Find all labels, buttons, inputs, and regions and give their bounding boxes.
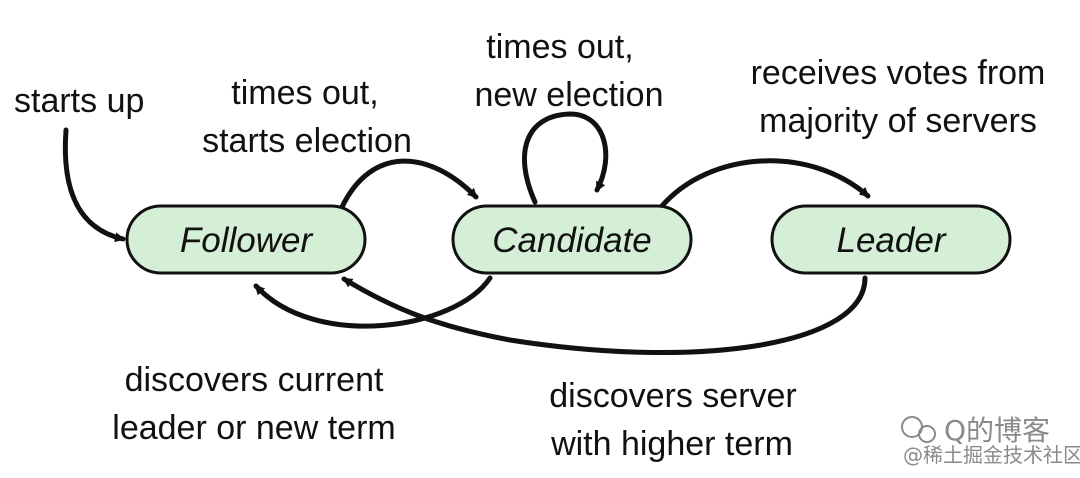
follower-to-candidate-arrow	[339, 158, 479, 210]
leader-label: Leader	[837, 221, 947, 260]
candidate-to-leader-label-line2: majority of servers	[759, 102, 1037, 140]
start-label: starts up	[14, 82, 144, 120]
leader-to-follower-arrow	[341, 275, 868, 356]
candidate-to-follower-label-line2: leader or new term	[112, 409, 395, 447]
candidate-to-leader-arrow	[658, 158, 871, 210]
candidate-to-follower-arrow	[253, 275, 493, 329]
follower-label: Follower	[180, 221, 314, 260]
candidate-self-label-line2: new election	[474, 76, 663, 114]
watermark: Q的博客 @稀土掘金技术社区	[901, 414, 1080, 467]
watermark-line2: @稀土掘金技术社区	[903, 443, 1080, 467]
follower-to-candidate-label-line2: starts election	[202, 122, 412, 160]
start-arrow	[62, 127, 126, 243]
leader-to-follower-label-line1: discovers server	[549, 377, 797, 415]
leader-to-follower-label-line2: with higher term	[550, 425, 793, 463]
follower-state-box	[125, 204, 367, 275]
follower-state: Follower	[125, 204, 367, 275]
candidate-to-follower-label-line1: discovers current	[125, 361, 384, 399]
candidate-to-leader-label-line1: receives votes from	[751, 54, 1046, 92]
follower-to-candidate-label-line1: times out,	[231, 74, 378, 112]
candidate-label: Candidate	[492, 221, 652, 260]
candidate-self-label-line1: times out,	[486, 28, 633, 66]
leader-state-box	[770, 204, 1012, 275]
leader-state: Leader	[770, 204, 1012, 275]
wechat-icon-secondary	[918, 425, 936, 443]
candidate-state: Candidate	[451, 204, 693, 275]
candidate-state-box	[451, 204, 693, 275]
candidate-self-loop-arrow	[522, 111, 609, 205]
watermark-line1: Q的博客	[944, 414, 1050, 447]
